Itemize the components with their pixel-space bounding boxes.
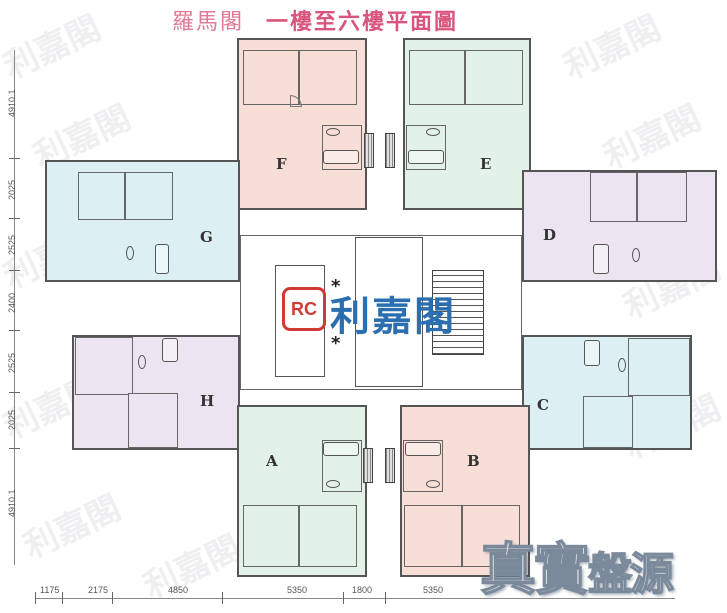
bedroom bbox=[637, 172, 687, 222]
real-listing-stamp: 真實盤源 bbox=[479, 525, 675, 606]
toilet bbox=[426, 480, 440, 488]
stamp-char: 盤源 bbox=[587, 548, 675, 601]
dim-tick bbox=[222, 592, 223, 604]
watermark: 利嘉閣 bbox=[0, 7, 108, 88]
bathtub bbox=[323, 150, 359, 164]
unit-label-b: B bbox=[467, 452, 480, 470]
dim-tick bbox=[385, 592, 386, 604]
bathroom bbox=[322, 125, 362, 170]
dim-label: 5350 bbox=[287, 585, 308, 595]
bathtub bbox=[593, 244, 609, 274]
dim-label: 4910.1 bbox=[7, 489, 17, 517]
brand-logo-icon: RC bbox=[282, 287, 326, 331]
staircase bbox=[432, 270, 484, 355]
dim-tick bbox=[9, 392, 20, 393]
unit-label-g: G bbox=[200, 228, 213, 246]
stamp-char: 真 bbox=[479, 537, 537, 604]
service-core bbox=[355, 237, 423, 387]
watermark: 利嘉閣 bbox=[17, 487, 128, 568]
dim-label: 2025 bbox=[7, 179, 17, 201]
toilet bbox=[326, 480, 340, 488]
unit-label-h: H bbox=[200, 392, 215, 410]
dim-tick bbox=[112, 592, 113, 604]
watermark: 利嘉閣 bbox=[137, 527, 248, 608]
bedroom bbox=[78, 172, 125, 220]
lift-bottom-right bbox=[385, 448, 395, 483]
lift-bottom-left bbox=[363, 448, 373, 483]
toilet bbox=[126, 246, 134, 260]
bedroom bbox=[409, 50, 465, 105]
bedroom bbox=[628, 338, 690, 396]
dim-label: 2525 bbox=[7, 352, 17, 374]
bedroom bbox=[125, 172, 173, 220]
dim-label: 4850 bbox=[168, 585, 189, 595]
bedroom bbox=[465, 50, 523, 105]
dim-tick bbox=[9, 330, 20, 331]
floor-range: 一樓至六樓平面圖 bbox=[266, 9, 459, 35]
dim-tick bbox=[62, 592, 63, 604]
toilet bbox=[632, 248, 640, 262]
brand-name: 利嘉閣 bbox=[330, 293, 456, 340]
bedroom bbox=[299, 50, 357, 105]
vertical-dimension-line bbox=[14, 50, 15, 565]
stamp-char: 實 bbox=[533, 537, 591, 604]
lift-top-left bbox=[364, 133, 374, 168]
dim-label: 1175 bbox=[40, 585, 60, 595]
bedroom bbox=[299, 505, 357, 567]
bedroom bbox=[462, 505, 520, 567]
dim-tick bbox=[343, 592, 344, 604]
dim-tick bbox=[9, 448, 20, 449]
dim-label: 2175 bbox=[88, 585, 109, 595]
watermark: 利嘉閣 bbox=[557, 7, 668, 88]
bathtub bbox=[155, 244, 169, 274]
watermark: 利嘉閣 bbox=[597, 97, 708, 178]
bathtub bbox=[584, 340, 600, 366]
dim-tick bbox=[9, 270, 20, 271]
bedroom bbox=[128, 393, 178, 448]
building-name: 羅馬閣 bbox=[172, 10, 245, 35]
lift-top-right bbox=[385, 133, 395, 168]
unit-label-e: E bbox=[480, 155, 492, 173]
bedroom bbox=[243, 50, 299, 105]
unit-label-a: A bbox=[266, 452, 278, 470]
bathtub bbox=[405, 442, 441, 456]
bedroom bbox=[583, 396, 633, 448]
dim-label: 2025 bbox=[7, 409, 17, 431]
bedroom bbox=[243, 505, 299, 567]
toilet bbox=[138, 355, 146, 369]
toilet bbox=[426, 128, 440, 136]
bedroom bbox=[75, 337, 133, 395]
plan-title: 羅馬閣一樓至六樓平面圖 bbox=[172, 4, 458, 36]
bathtub bbox=[162, 338, 178, 362]
bedroom bbox=[404, 505, 462, 567]
unit-label-d: D bbox=[543, 226, 557, 244]
bedroom bbox=[590, 172, 637, 222]
toilet bbox=[618, 358, 626, 372]
dim-label: 4910.1 bbox=[7, 89, 17, 117]
star-marker: * bbox=[331, 333, 341, 354]
bathtub bbox=[323, 442, 359, 456]
dim-label: 2525 bbox=[7, 234, 17, 256]
dim-tick bbox=[9, 218, 20, 219]
dim-label: 2400 bbox=[7, 292, 17, 314]
dim-tick bbox=[9, 158, 20, 159]
dim-tick bbox=[35, 592, 36, 604]
dim-label: 5350 bbox=[423, 585, 444, 595]
star-marker: * bbox=[331, 276, 341, 297]
horizontal-dimension-line bbox=[35, 598, 675, 599]
dim-label: 1800 bbox=[352, 585, 373, 595]
unit-label-c: C bbox=[537, 396, 549, 414]
toilet bbox=[326, 128, 340, 136]
bathtub bbox=[408, 150, 444, 164]
unit-label-f: F bbox=[276, 155, 287, 173]
